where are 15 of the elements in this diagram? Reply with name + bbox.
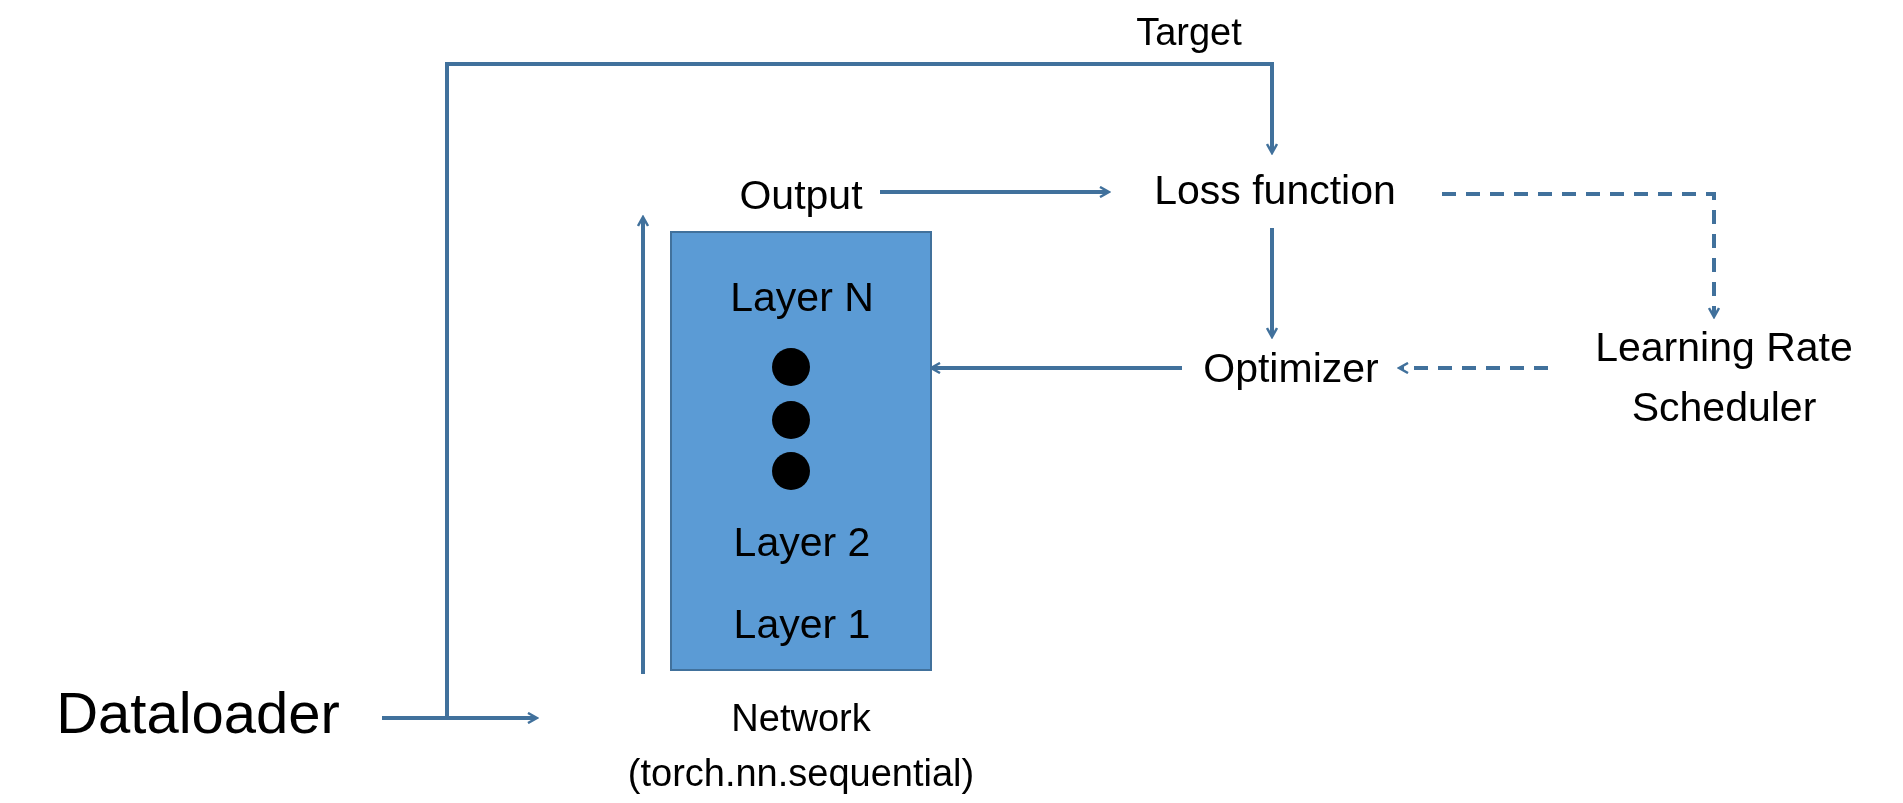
- node-label: Learning Rate Scheduler: [1548, 316, 1900, 438]
- layer-label: Layer 1: [733, 600, 871, 648]
- node-label: Output: [722, 170, 880, 220]
- arrow: [1265, 228, 1279, 339]
- node-label: Optimizer: [1182, 336, 1400, 400]
- layer-label: Layer 2: [733, 518, 871, 566]
- dashed-arrow: [1397, 361, 1548, 375]
- layer-label: Layer N: [730, 273, 874, 321]
- node-label: Loss function: [1108, 152, 1442, 228]
- arrow: [880, 185, 1111, 199]
- network-box: [670, 231, 932, 671]
- arrow: [382, 62, 1279, 720]
- dashed-arrow: [1442, 192, 1721, 319]
- node-caption: Network (torch.nn.sequential): [626, 696, 976, 796]
- node-label: Dataloader: [14, 680, 382, 746]
